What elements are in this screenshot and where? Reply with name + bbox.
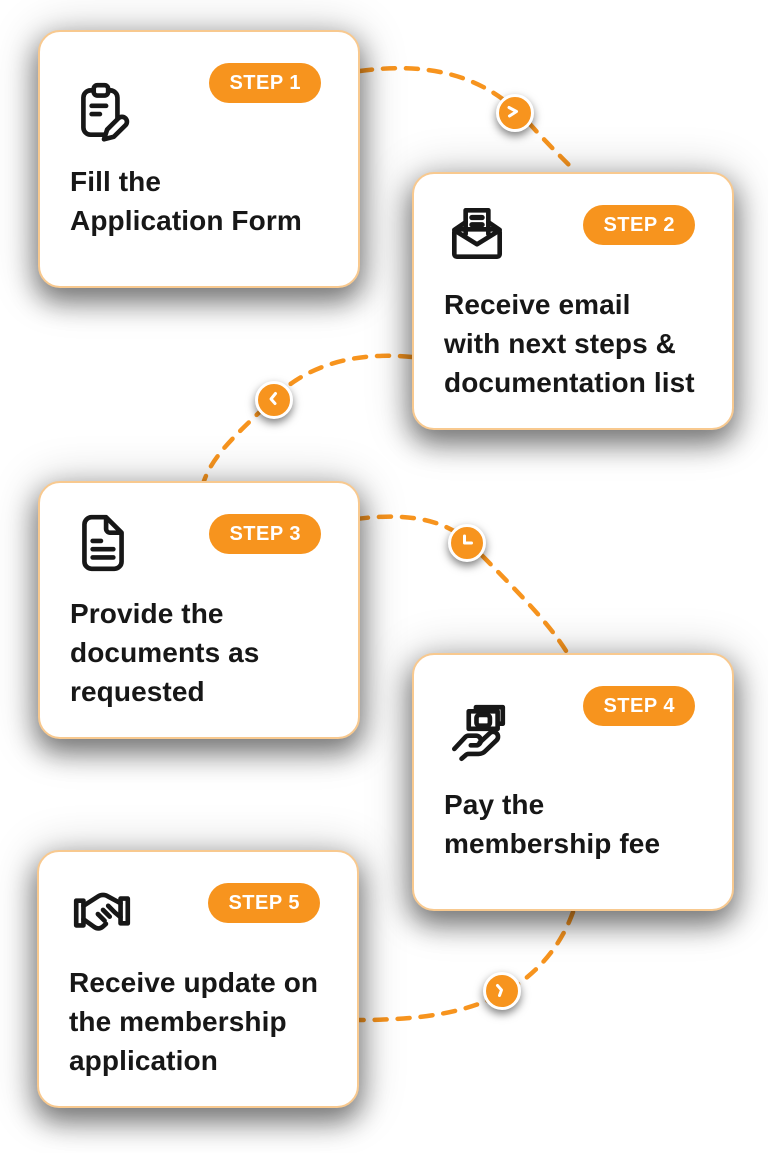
step-5-title: Receive update on the membership applica…	[69, 966, 319, 1076]
step-2-title: Receive email with next steps & document…	[444, 288, 695, 398]
clock-icon	[255, 381, 293, 419]
step-2-card: STEP 2 Receive email with next steps & d…	[412, 172, 734, 430]
step-3-title: Provide the documents as requested	[70, 597, 260, 707]
hand-cash-icon	[444, 701, 510, 767]
connector-path-4	[355, 909, 576, 1023]
step-1-title: Fill the Application Form	[70, 166, 302, 236]
clipboard-edit-icon	[70, 78, 136, 144]
connector-path-2	[201, 353, 415, 484]
step-1-badge: STEP 1	[209, 63, 321, 103]
step-3-badge: STEP 3	[209, 514, 321, 554]
step-2-badge: STEP 2	[583, 205, 695, 245]
step-3-card: STEP 3 Provide the documents as requeste…	[38, 481, 360, 739]
step-1-card: STEP 1 Fill the Application Form	[38, 30, 360, 288]
step-4-title: Pay the membership fee	[444, 789, 661, 859]
step-5-badge: STEP 5	[208, 883, 320, 923]
mail-open-icon	[444, 201, 510, 267]
step-4-badge: STEP 4	[583, 686, 695, 726]
step-4-card: STEP 4 Pay the membership fee	[412, 653, 734, 911]
file-text-icon	[70, 510, 136, 576]
step-5-card: STEP 5 Receive update on the membership …	[37, 850, 359, 1108]
clock-icon	[448, 524, 486, 562]
clock-icon	[483, 972, 521, 1010]
clock-icon	[496, 94, 534, 132]
connector-path-1	[357, 66, 579, 175]
handshake-icon	[69, 879, 135, 945]
